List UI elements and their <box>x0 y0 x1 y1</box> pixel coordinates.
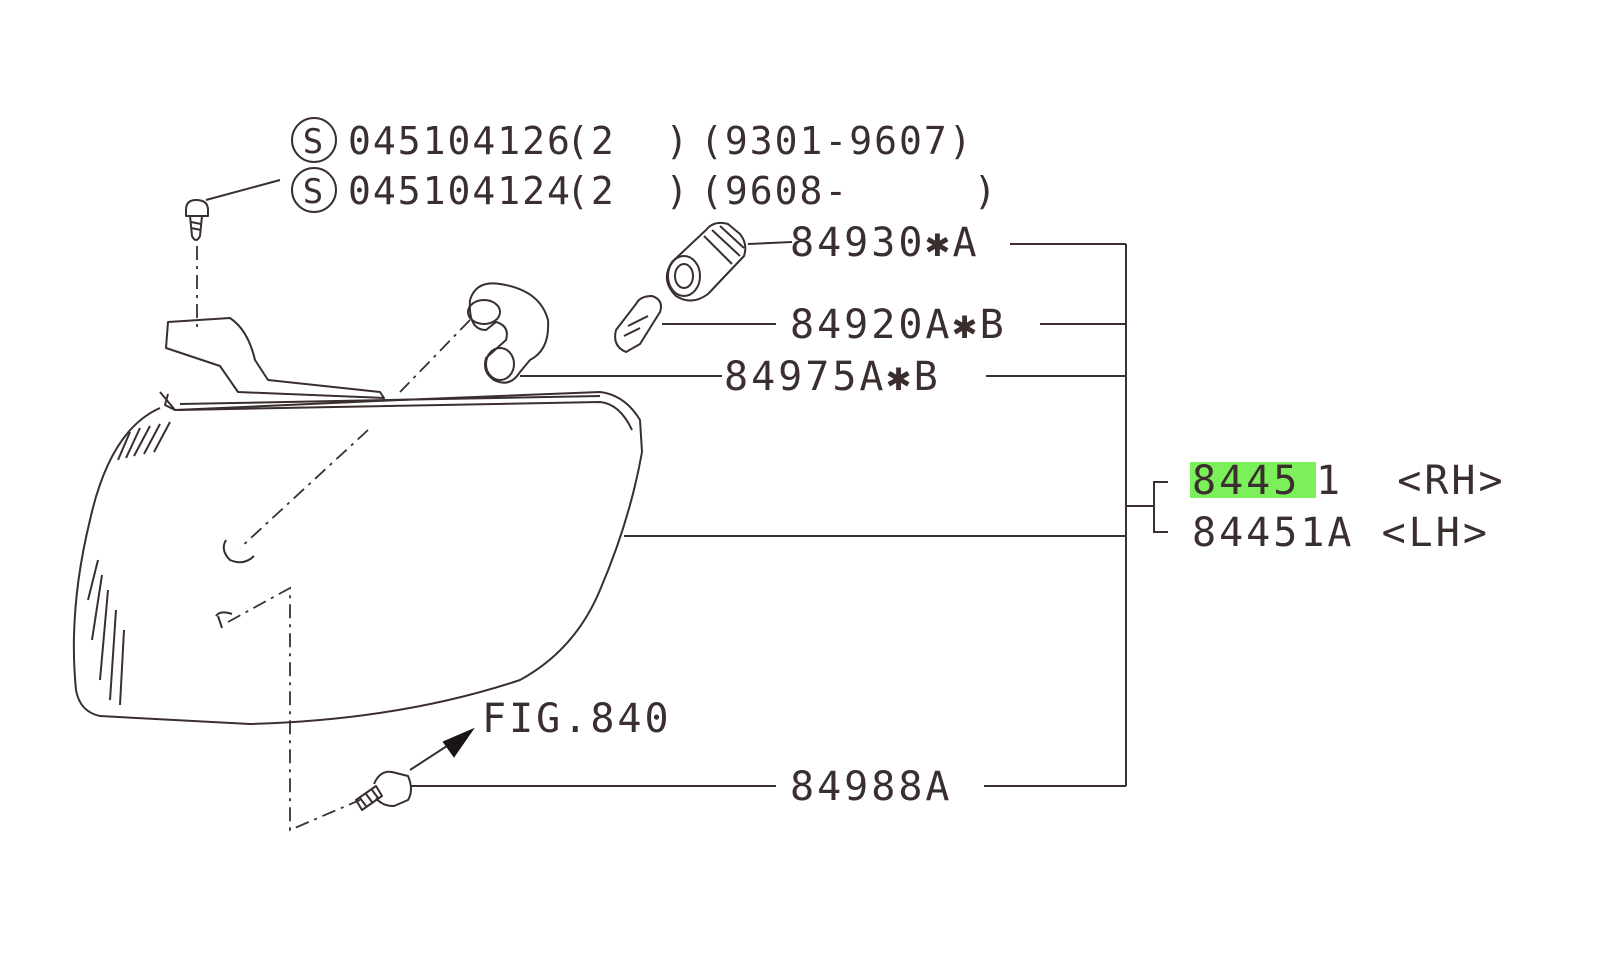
screw-date-range: (9608- ) <box>700 169 999 213</box>
figure-reference-arrow-icon <box>409 727 475 771</box>
screw-part-number: 045104124 <box>348 169 572 213</box>
assembly-rh-rest-text: 1 <RH> <box>1316 458 1506 504</box>
screw-quantity: (2 ) <box>566 169 690 213</box>
socket-axis-line-lower <box>239 429 369 549</box>
screw-leader-line <box>205 179 281 201</box>
plug-axis-line <box>227 586 361 832</box>
screw-part-number: 045104126 <box>348 119 572 163</box>
assembly-bracket-lines <box>624 243 1168 787</box>
standard-mark-letter: S <box>303 172 325 212</box>
socket-leader-line <box>747 241 793 245</box>
screw-date-range: (9301-9607) <box>700 119 974 163</box>
bulb-socket-icon[interactable] <box>665 221 747 302</box>
gasket-part-label[interactable]: 84975A✱B <box>724 354 941 400</box>
assembly-rh-label[interactable]: 8445 1 <RH> <box>1190 458 1506 504</box>
screw-quantity: (2 ) <box>566 119 690 163</box>
standard-mark-letter: S <box>303 122 325 162</box>
lamp-plug-icon[interactable] <box>355 770 412 811</box>
assembly-rh-highlighted-text: 8445 <box>1192 458 1300 504</box>
screw-callout-1[interactable]: S 045104126 (2 ) (9301-9607) <box>291 117 974 163</box>
wedge-bulb-icon[interactable] <box>614 295 662 353</box>
search-highlight <box>1190 462 1316 498</box>
socket-axis-line <box>399 319 471 393</box>
circled-s-icon <box>291 117 337 163</box>
bulb-part-label[interactable]: 84920A✱B <box>790 302 1007 348</box>
plug-part-label[interactable]: 84988A <box>790 764 953 810</box>
mounting-screw-icon <box>185 199 209 241</box>
figure-reference-label[interactable]: FIG.840 <box>482 696 672 742</box>
assembly-lh-label[interactable]: 84451A <LH> <box>1192 510 1490 556</box>
screw-callout-2[interactable]: S 045104124 (2 ) (9608- ) <box>291 167 999 213</box>
corner-lamp-assembly-icon[interactable] <box>72 317 643 725</box>
socket-part-label[interactable]: 84930✱A <box>790 220 980 266</box>
circled-s-icon <box>291 167 337 213</box>
gasket-icon[interactable] <box>467 282 550 384</box>
